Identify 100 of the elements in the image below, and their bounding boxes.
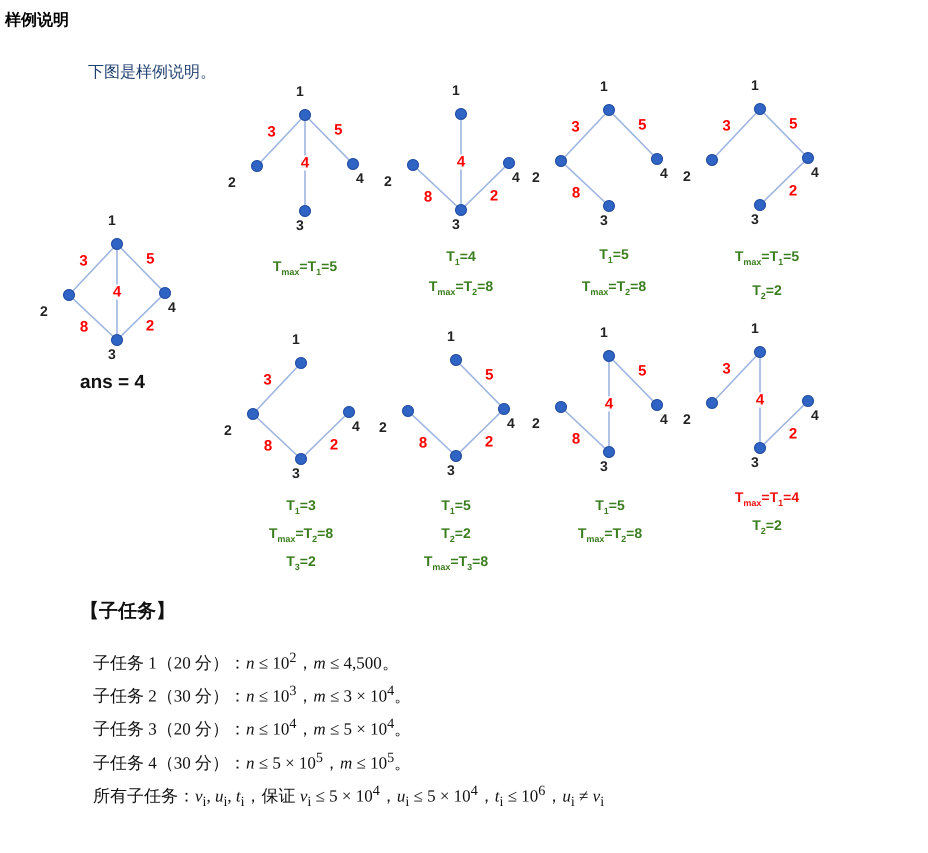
graph-edge [72,298,114,336]
edge-label: 3 [721,118,732,134]
constraint-text: 所有子任务：v$_{i}$, u$_{i}$, t$_{i}$，保证 v$_{i}$ ≤ 5 × 10$^{4}$，u$_{i}$ ≤ 5 × 10$^{4}$，t$_{i}$ ≤ 10$^{6}$，u$_{i}$ ≠ v$_{i}$ [93,783,604,812]
vertex-number: 4 [660,412,668,426]
graph-edge [464,166,506,206]
edge-label: 2 [484,434,494,450]
vertex-number: 4 [512,170,520,184]
edge-label: 4 [604,396,614,412]
graph-edge [716,356,756,400]
vertex-number: 1 [108,213,116,227]
graph-edge [564,114,606,158]
edge-label: 2 [488,188,500,204]
graph-edge [759,358,761,442]
vertex-number: 2 [532,170,540,184]
graph-edge [764,112,804,154]
section-heading: 样例说明 [5,10,69,31]
vertex-number: 2 [379,420,387,434]
vertex-number: 1 [600,325,608,339]
section-heading: 【子任务】 [80,599,175,624]
vertex-number: 2 [384,174,392,188]
edge-label: 2 [328,437,340,452]
vertex-number: 1 [296,84,304,98]
result-caption: T$_{max}$=T$_{1}$=4 [734,489,800,510]
edge-label: 5 [788,116,798,132]
edge-label: 8 [78,319,90,334]
vertex-number: 3 [600,213,608,227]
graph-edge [304,121,306,205]
edge-label: 3 [721,361,732,376]
graph-edge [612,114,654,156]
result-caption: T$_{max}$=T$_{1}$=5 [272,258,338,279]
graph-edge [412,414,452,452]
vertex-number: 1 [751,78,759,92]
result-caption: T$_{max}$=T$_{1}$=5 [734,248,800,269]
edge-label: 4 [754,392,766,408]
edge-label: 5 [333,122,344,138]
vertex-number: 1 [292,332,300,346]
vertex-number: 4 [168,300,176,314]
vertex-number: 4 [811,165,819,179]
result-caption: T$_{1}$=5 [599,246,629,267]
edge-label: 4 [112,284,122,300]
edge-label: 5 [637,118,648,133]
edge-label: 3 [570,119,581,134]
edge-label: 5 [637,364,648,379]
graph-edge [764,404,804,444]
edge-label: 2 [144,318,156,334]
answer-text: ans = 4 [80,372,145,394]
vertex-number: 4 [356,171,364,185]
vertex-number: 3 [600,459,608,473]
graph-edge [304,416,346,456]
vertex-number: 2 [228,175,236,189]
vertex-number: 3 [108,347,116,361]
result-caption: T$_{max}$=T$_{2}$=8 [578,525,642,546]
constraint-text: 子任务 1（20 分）：n ≤ 10$^{2}$，m ≤ 4,500。 [93,650,399,675]
result-caption: T$_{max}$=T$_{2}$=8 [268,525,334,546]
edge-label: 3 [262,372,273,388]
vertex-number: 3 [751,212,759,226]
vertex-number: 1 [452,83,460,97]
graph-edge [256,366,298,410]
vertex-number: 3 [751,455,759,469]
edge-label: 5 [145,252,156,267]
vertex-number: 2 [224,423,232,437]
edge-label: 5 [484,368,494,383]
graph-edge [460,412,500,452]
result-caption: T$_{1}$=5 [595,497,625,518]
edge-label: 8 [422,189,434,204]
graph-edge [116,250,118,334]
vertex-number: 4 [507,416,515,430]
result-caption: T$_{max}$=T$_{2}$=8 [582,278,646,299]
edge-label: 8 [262,438,274,454]
graph-edge [764,162,804,202]
edge-label: 2 [788,183,798,198]
result-caption: T$_{max}$=T$_{3}$=8 [424,553,488,574]
graph-edge [608,362,610,446]
graph-edge [260,118,302,162]
constraint-text: 子任务 4（30 分）：n ≤ 5 × 10$^{5}$，m ≤ 10$^{5}$。 [93,750,412,775]
graph-edge [564,164,606,202]
result-caption: T$_{2}$=2 [752,517,782,538]
graph-edge [120,296,162,336]
edge-label: 2 [788,426,798,442]
graph-edge [460,120,462,204]
vertex-number: 1 [447,329,455,343]
graph-edge [460,364,500,406]
vertex-number: 3 [447,463,455,477]
vertex-number: 1 [600,79,608,93]
vertex-number: 2 [532,416,540,430]
vertex-number: 2 [40,304,48,318]
vertex-number: 3 [452,217,460,231]
graph-edge [308,118,350,160]
result-caption: T$_{max}$=T$_{2}$=8 [428,278,494,299]
result-caption: T$_{1}$=3 [286,497,316,518]
graph-edge [716,112,756,156]
vertex-number: 1 [751,321,759,335]
edge-label: 3 [78,253,89,268]
graph-edge [256,418,298,456]
result-caption: T$_{1}$=4 [446,248,476,269]
vertex-number: 4 [811,408,819,422]
edge-label: 8 [570,431,582,446]
constraint-text: 子任务 3（20 分）：n ≤ 10$^{4}$，m ≤ 5 × 10$^{4}$。 [93,716,412,741]
graph-edge [612,360,654,402]
graph-edge [564,410,606,448]
